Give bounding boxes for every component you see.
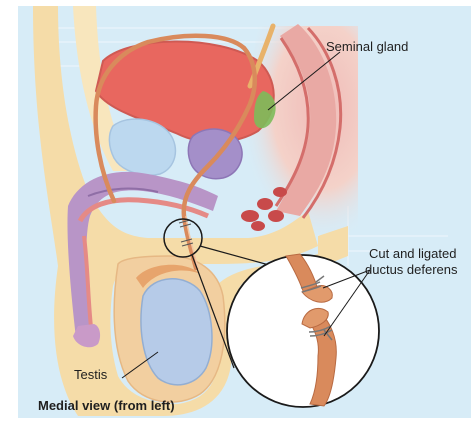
label-seminal-gland: Seminal gland: [326, 39, 408, 55]
testis: [141, 279, 212, 385]
label-ductus-deferens: ductus deferens: [365, 262, 471, 278]
anatomy-diagram: [18, 6, 471, 418]
label-cut-and-ligated: Cut and ligated: [369, 246, 469, 262]
figure-caption: Medial view (from left): [38, 398, 175, 414]
illustration-frame: [18, 6, 471, 418]
label-testis: Testis: [74, 367, 107, 383]
